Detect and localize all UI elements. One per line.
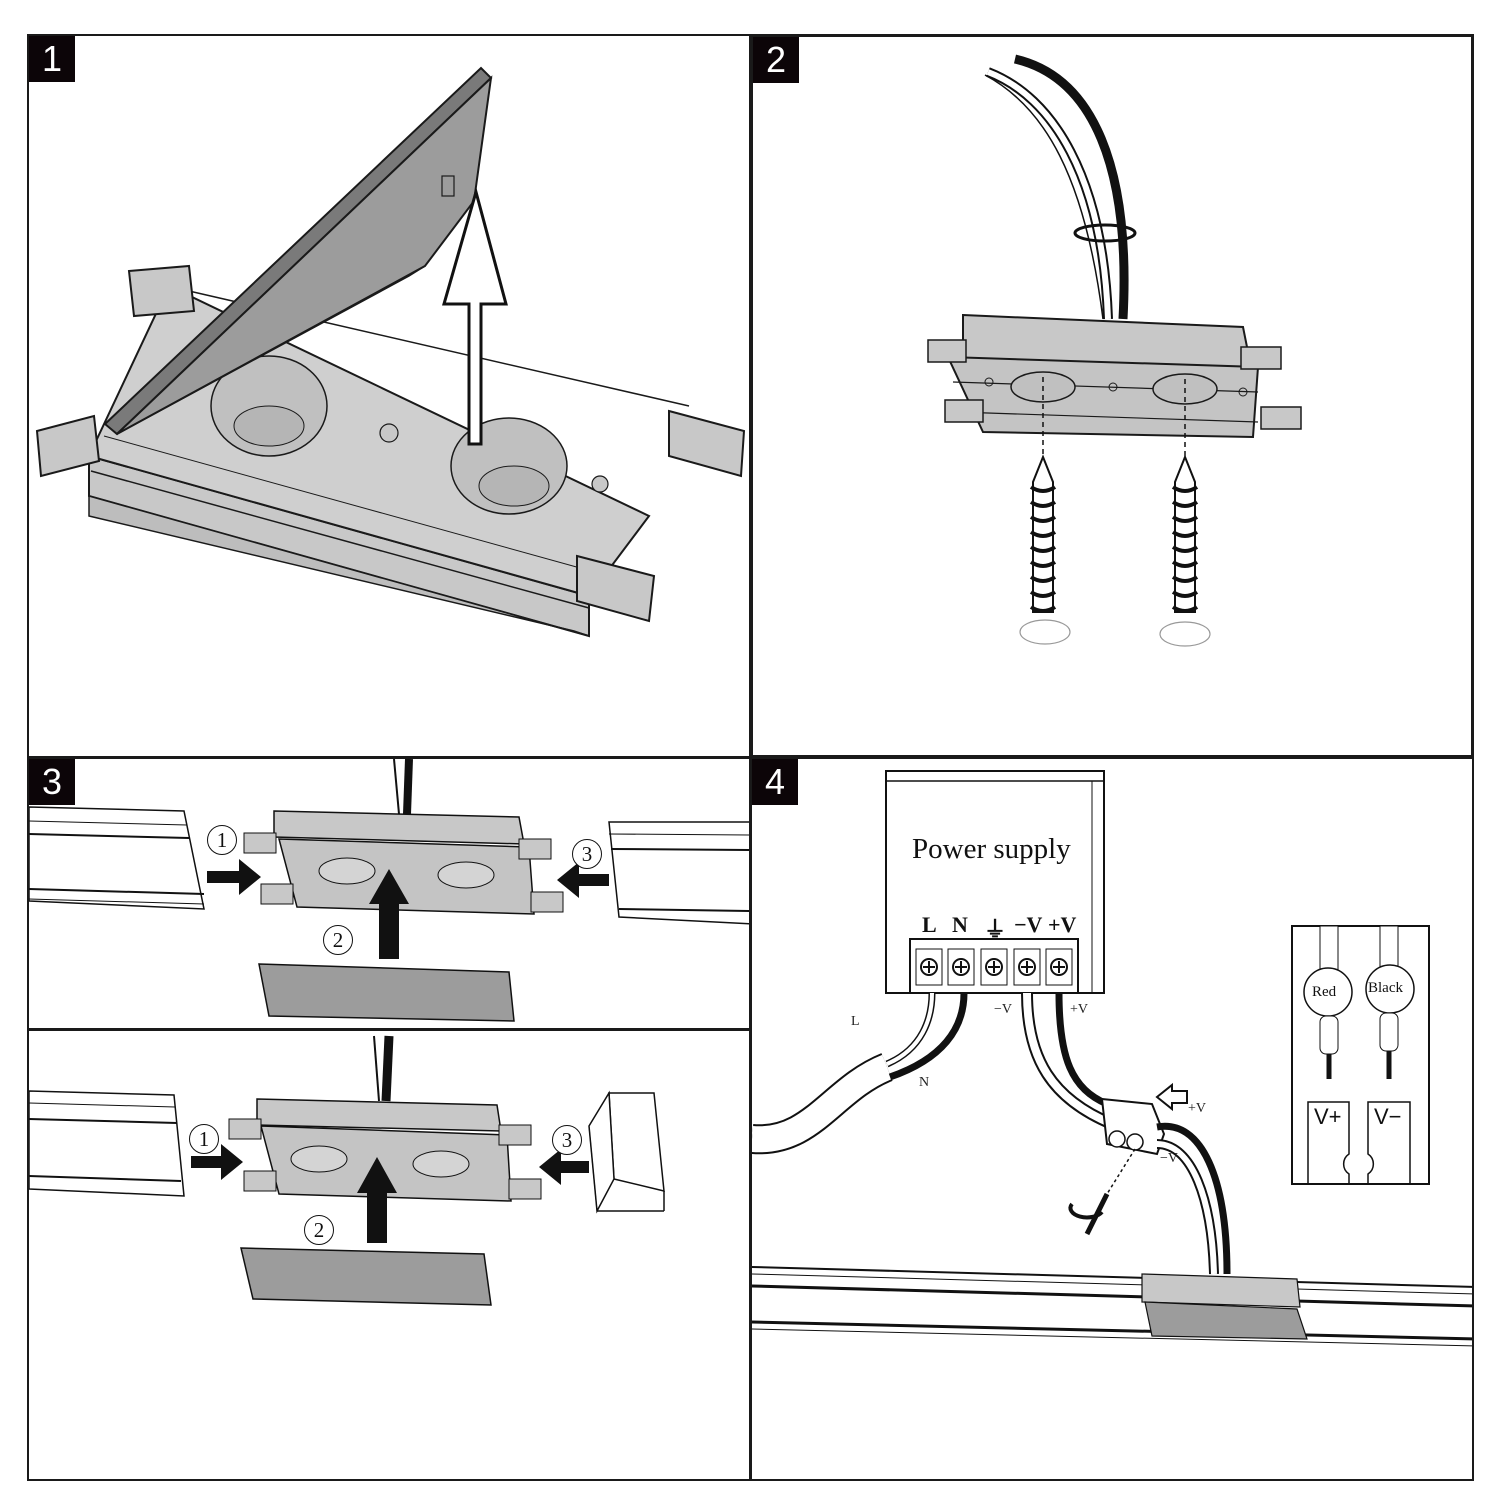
neg-output-label: −V bbox=[994, 1002, 1013, 1017]
screw-icon bbox=[1019, 454, 1071, 645]
step-number-badge: 2 bbox=[753, 37, 799, 83]
led-track bbox=[752, 1266, 1472, 1347]
push-right-arrow-icon bbox=[207, 859, 261, 895]
neutral-wire bbox=[888, 992, 968, 1081]
sub-step-2-marker: 2 bbox=[323, 925, 353, 955]
ground-icon: ⏚ bbox=[984, 917, 1007, 942]
left-profile bbox=[29, 1090, 185, 1197]
legend-vplus-label: V+ bbox=[1314, 1104, 1342, 1129]
neutral-wire-label: N bbox=[919, 1075, 930, 1090]
wiring-legend bbox=[1291, 925, 1430, 1185]
step-1-illustration bbox=[35, 66, 746, 638]
connector-neg-label: −V bbox=[1160, 1151, 1179, 1166]
pos-output-label: +V bbox=[1070, 1002, 1089, 1017]
sub-step-1-marker: 1 bbox=[189, 1124, 219, 1154]
end-cap bbox=[588, 1090, 665, 1214]
power-supply-title: Power supply bbox=[912, 833, 1071, 865]
track-connector bbox=[1141, 1273, 1301, 1308]
cover-plate bbox=[258, 963, 515, 1022]
connector-body bbox=[256, 1098, 502, 1132]
step-number-badge: 1 bbox=[29, 36, 75, 82]
lift-arrow-icon bbox=[442, 186, 508, 446]
sub-step-3-marker: 3 bbox=[572, 839, 602, 869]
terminal-label-pos: +V bbox=[1048, 912, 1077, 937]
connector-pos-label: +V bbox=[1188, 1101, 1207, 1116]
step-2-illustration bbox=[927, 54, 1302, 647]
screw-icon bbox=[1159, 454, 1211, 647]
push-left-arrow-icon bbox=[557, 862, 609, 898]
step-1-panel: 1 bbox=[27, 34, 751, 758]
rotate-icon bbox=[1068, 1202, 1104, 1220]
push-up-arrow-icon bbox=[369, 869, 409, 959]
terminal-label-n: N bbox=[952, 912, 968, 937]
terminal-screws bbox=[915, 948, 1073, 986]
step-3-panel-endcap: 1 2 3 bbox=[27, 1029, 751, 1481]
push-left-arrow-icon bbox=[539, 1149, 589, 1185]
step-number-badge: 4 bbox=[752, 759, 798, 805]
push-right-arrow-icon bbox=[191, 1144, 243, 1180]
terminal-label-l: L bbox=[922, 912, 937, 937]
step-3-endcap-illustration bbox=[29, 1035, 665, 1306]
step-4-panel: 4 bbox=[750, 757, 1474, 1481]
push-up-arrow-icon bbox=[357, 1157, 397, 1243]
cover-plate bbox=[240, 1247, 492, 1306]
connector-body bbox=[273, 810, 525, 845]
black-wire bbox=[1013, 54, 1129, 320]
legend-black-label: Black bbox=[1368, 980, 1403, 996]
step-3-join-illustration bbox=[29, 759, 749, 1022]
legend-red-label: Red bbox=[1312, 984, 1337, 1000]
step-3-panel-join: 3 1 2 3 bbox=[27, 757, 751, 1030]
step-2-panel: 2 bbox=[750, 34, 1474, 758]
sub-step-2-marker: 2 bbox=[304, 1215, 334, 1245]
pos-wire bbox=[1055, 992, 1109, 1108]
legend-vminus-label: V− bbox=[1374, 1104, 1402, 1129]
left-profile bbox=[29, 806, 205, 910]
terminal-label-neg: −V bbox=[1014, 912, 1043, 937]
sub-step-3-marker: 3 bbox=[552, 1125, 582, 1155]
step-number-badge: 3 bbox=[29, 759, 75, 805]
live-wire-label: L bbox=[851, 1014, 860, 1029]
step-4-illustration bbox=[752, 770, 1472, 1347]
right-profile bbox=[608, 821, 749, 925]
sub-step-1-marker: 1 bbox=[207, 825, 237, 855]
insert-arrow-icon bbox=[1155, 1082, 1188, 1112]
wire-clip bbox=[1073, 223, 1137, 243]
